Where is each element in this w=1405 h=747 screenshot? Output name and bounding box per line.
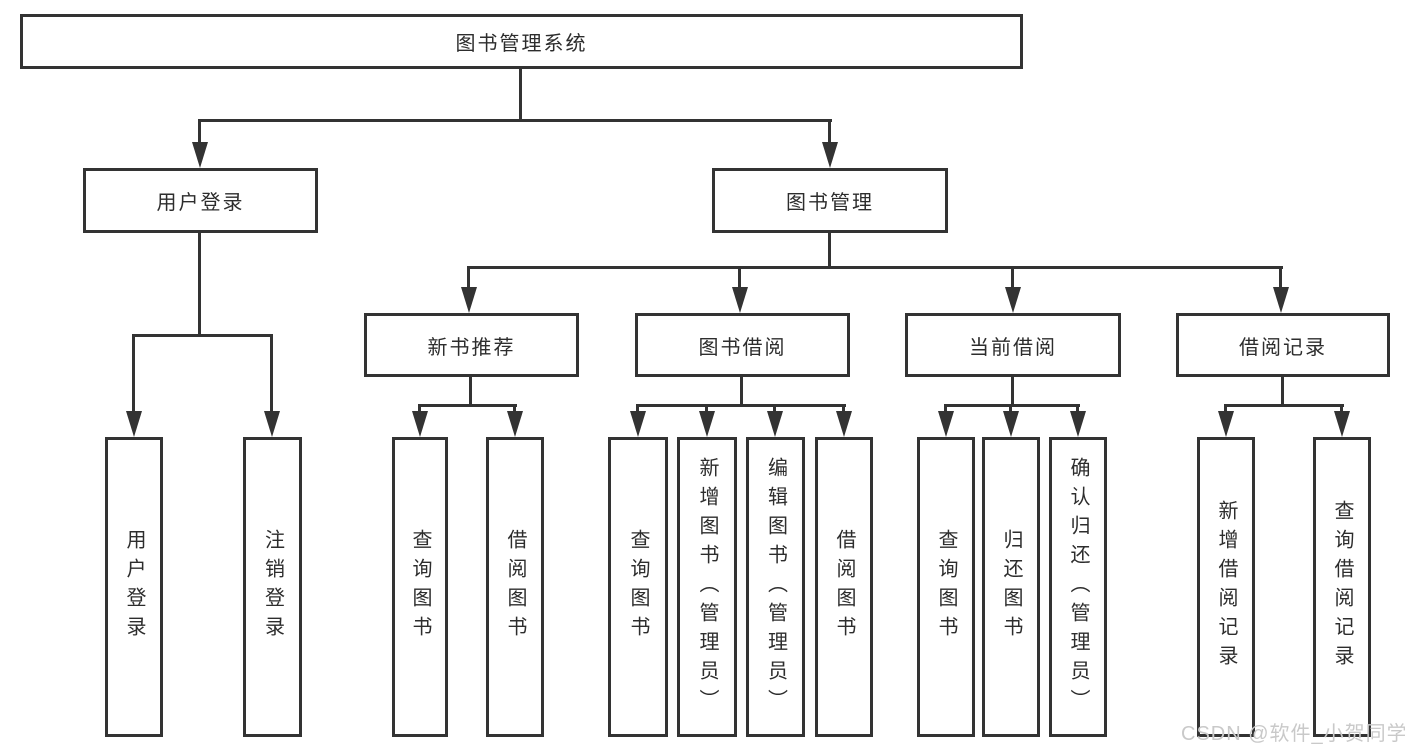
node-root-label: 图书管理系统 bbox=[455, 33, 588, 55]
leaf-bb-borrow-books: 借阅图书 bbox=[815, 437, 873, 737]
connector-current-borrow-stub bbox=[1011, 377, 1014, 407]
connector-drop-book-mgmt-shaft bbox=[828, 119, 831, 149]
connector-drop-bb-borrow-shaft bbox=[842, 404, 845, 416]
leaf-cb-confirm-return-admin-label: 确认归还（管理员） bbox=[1067, 456, 1089, 718]
node-current-borrow-label: 当前借阅 bbox=[969, 336, 1057, 359]
leaf-br-query-record: 查询借阅记录 bbox=[1313, 437, 1371, 737]
leaf-nbr-borrow-books-label: 借阅图书 bbox=[504, 529, 526, 645]
arrow-bb-query bbox=[630, 411, 646, 437]
arrow-bb-edit bbox=[767, 411, 783, 437]
arrow-br-query bbox=[1334, 411, 1350, 437]
arrow-user-login bbox=[192, 142, 208, 168]
arrow-br-add bbox=[1218, 411, 1234, 437]
connector-user-login-bus bbox=[132, 334, 273, 337]
connector-drop-br-add-shaft bbox=[1224, 404, 1227, 416]
arrow-logout bbox=[264, 411, 280, 437]
connector-current-borrow-bus bbox=[944, 404, 1080, 407]
leaf-user-login: 用户登录 bbox=[105, 437, 163, 737]
connector-new-book-stub bbox=[469, 377, 472, 407]
connector-book-borrow-stub bbox=[740, 377, 743, 407]
leaf-br-add-record: 新增借阅记录 bbox=[1197, 437, 1255, 737]
arrow-nbr-borrow bbox=[507, 411, 523, 437]
arrow-borrow-record bbox=[1273, 287, 1289, 313]
arrow-book-mgmt bbox=[822, 142, 838, 168]
connector-book-mgmt-bus bbox=[467, 266, 1283, 269]
connector-drop-bb-query-shaft bbox=[636, 404, 639, 416]
arrow-cb-query bbox=[938, 411, 954, 437]
leaf-nbr-borrow-books: 借阅图书 bbox=[486, 437, 544, 737]
arrow-new-book bbox=[461, 287, 477, 313]
leaf-bb-edit-books-admin-label: 编辑图书（管理员） bbox=[764, 456, 787, 718]
arrow-book-borrow bbox=[732, 287, 748, 313]
leaf-logout-label: 注销登录 bbox=[261, 529, 284, 645]
connector-drop-cb-query-shaft bbox=[944, 404, 947, 416]
connector-drop-br-query-shaft bbox=[1340, 404, 1343, 416]
leaf-cb-return-books: 归还图书 bbox=[982, 437, 1040, 737]
arrow-cb-return bbox=[1003, 411, 1019, 437]
node-root: 图书管理系统 bbox=[20, 14, 1023, 69]
node-book-borrow: 图书借阅 bbox=[635, 313, 850, 377]
leaf-bb-add-books-admin-label: 新增图书（管理员） bbox=[696, 456, 718, 718]
node-new-book: 新书推荐 bbox=[364, 313, 579, 377]
connector-drop-current-borrow-shaft bbox=[1011, 266, 1014, 292]
leaf-cb-confirm-return-admin: 确认归还（管理员） bbox=[1049, 437, 1107, 737]
leaf-nbr-query-books-label: 查询图书 bbox=[409, 529, 431, 645]
connector-drop-logout-shaft bbox=[270, 334, 273, 414]
connector-root-stub bbox=[519, 68, 522, 121]
connector-drop-book-borrow-shaft bbox=[738, 266, 741, 292]
arrow-current-borrow bbox=[1005, 287, 1021, 313]
leaf-br-add-record-label: 新增借阅记录 bbox=[1215, 500, 1237, 674]
node-borrow-record-label: 借阅记录 bbox=[1239, 336, 1327, 359]
leaf-bb-edit-books-admin: 编辑图书（管理员） bbox=[746, 437, 805, 737]
connector-drop-nbr-borrow-shaft bbox=[513, 404, 516, 416]
connector-drop-login-shaft bbox=[132, 334, 135, 414]
leaf-cb-query-books: 查询图书 bbox=[917, 437, 975, 737]
leaf-nbr-query-books: 查询图书 bbox=[392, 437, 448, 737]
arrow-bb-borrow bbox=[836, 411, 852, 437]
node-book-borrow-label: 图书借阅 bbox=[698, 336, 787, 359]
connector-drop-nbr-query-shaft bbox=[418, 404, 421, 416]
node-new-book-label: 新书推荐 bbox=[427, 336, 516, 359]
connector-drop-bb-edit-shaft bbox=[773, 404, 776, 416]
leaf-bb-query-books-label: 查询图书 bbox=[627, 529, 649, 645]
node-user-login-label: 用户登录 bbox=[156, 192, 245, 214]
leaf-logout: 注销登录 bbox=[243, 437, 302, 737]
connector-borrow-record-stub bbox=[1281, 377, 1284, 407]
connector-user-login-stub bbox=[198, 233, 201, 337]
leaf-br-query-record-label: 查询借阅记录 bbox=[1331, 500, 1353, 674]
csdn-watermark: CSDN @软件_小贺同学 bbox=[1181, 723, 1405, 745]
connector-book-mgmt-stub bbox=[828, 233, 831, 269]
connector-drop-user-login-shaft bbox=[198, 119, 201, 149]
connector-drop-borrow-record-shaft bbox=[1279, 266, 1282, 292]
node-book-mgmt: 图书管理 bbox=[712, 168, 948, 233]
leaf-cb-query-books-label: 查询图书 bbox=[935, 529, 957, 645]
arrow-nbr-query bbox=[412, 411, 428, 437]
connector-book-borrow-bus bbox=[636, 404, 846, 407]
leaf-bb-add-books-admin: 新增图书（管理员） bbox=[677, 437, 737, 737]
node-borrow-record: 借阅记录 bbox=[1176, 313, 1390, 377]
connector-drop-bb-add-shaft bbox=[705, 404, 708, 416]
node-book-mgmt-label: 图书管理 bbox=[786, 192, 874, 214]
arrow-login bbox=[126, 411, 142, 437]
leaf-bb-borrow-books-label: 借阅图书 bbox=[833, 529, 855, 645]
connector-root-bus bbox=[198, 119, 832, 122]
connector-drop-cb-return-shaft bbox=[1009, 404, 1012, 416]
connector-borrow-record-bus bbox=[1224, 404, 1344, 407]
connector-drop-new-book-shaft bbox=[467, 266, 470, 292]
connector-new-book-bus bbox=[418, 404, 517, 407]
arrow-cb-confirm bbox=[1070, 411, 1086, 437]
leaf-user-login-label: 用户登录 bbox=[123, 529, 145, 645]
node-user-login: 用户登录 bbox=[83, 168, 318, 233]
connector-drop-cb-confirm-shaft bbox=[1076, 404, 1079, 416]
arrow-bb-add bbox=[699, 411, 715, 437]
node-current-borrow: 当前借阅 bbox=[905, 313, 1121, 377]
leaf-bb-query-books: 查询图书 bbox=[608, 437, 668, 737]
leaf-cb-return-books-label: 归还图书 bbox=[1000, 529, 1022, 645]
